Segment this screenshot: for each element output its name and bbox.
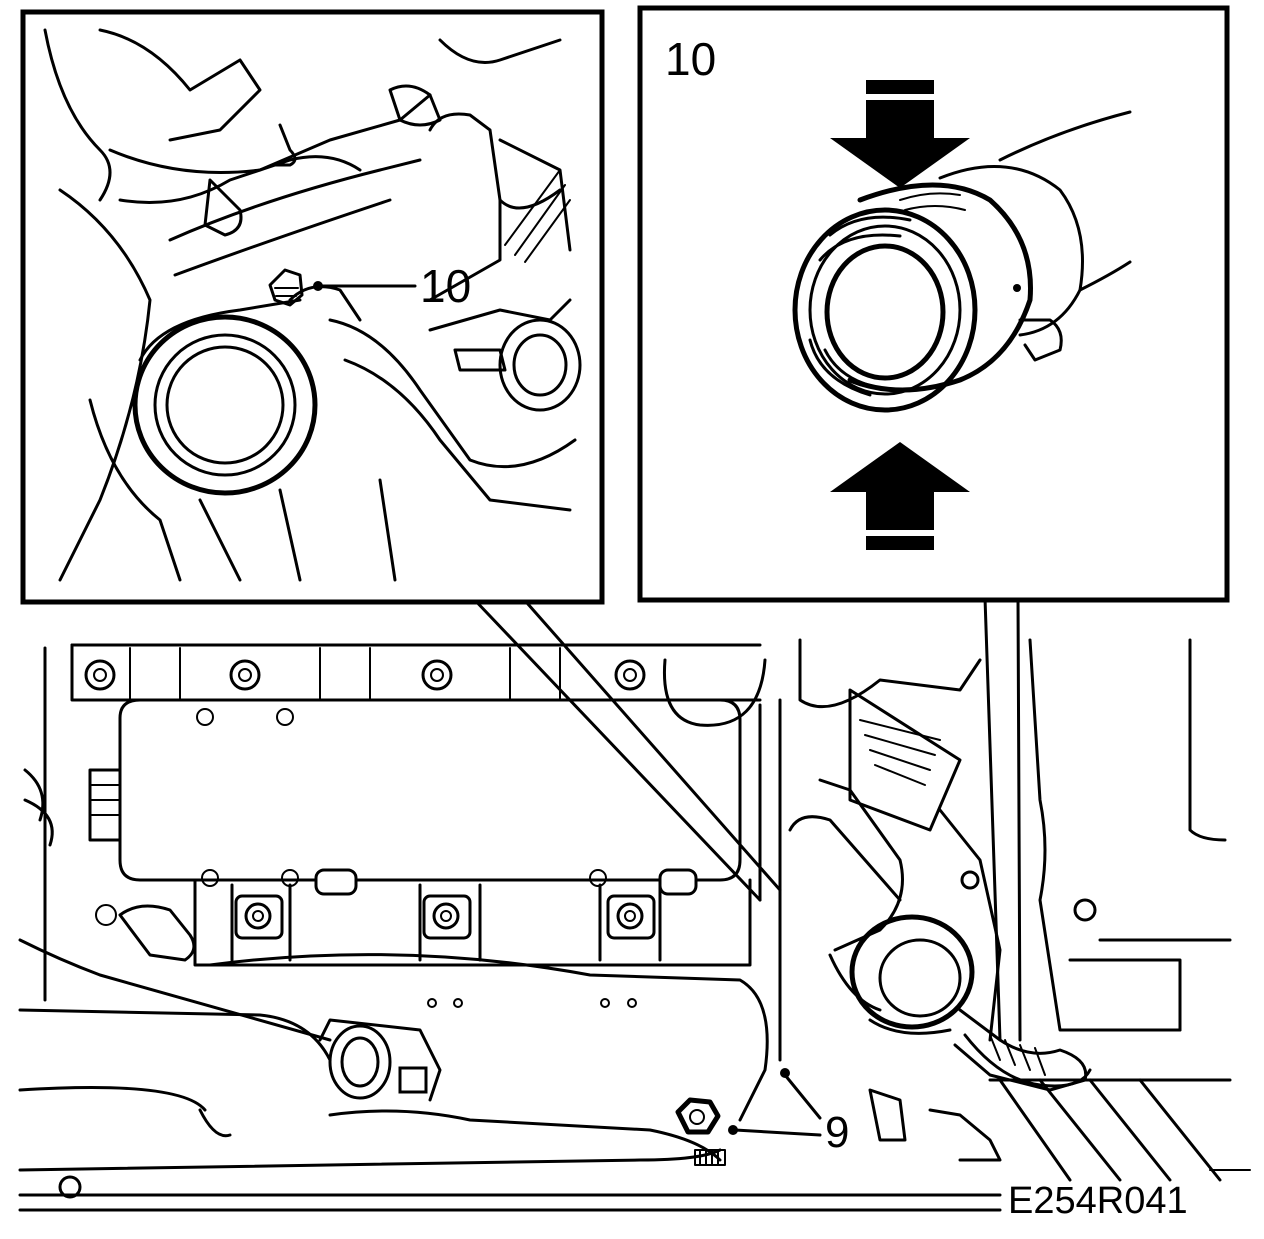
detail-frame-left: 10 [20,9,605,605]
upper-bolt-row [84,647,646,701]
press-up-arrow-icon [830,442,970,550]
manifold-cover [118,698,742,882]
figure-code: E254R041 [1008,1180,1188,1222]
callout-9-label: 9 [825,1108,849,1157]
callout-10-label-left: 10 [420,260,471,312]
lower-rail [18,953,1002,1212]
right-pipework [662,638,1232,1182]
callout-10-dot-left [313,281,323,291]
callout-10-label-right: 10 [665,33,716,85]
leader-left-b [518,593,782,892]
callout-9-dot-lower [728,1125,738,1135]
intake-hose-connection [849,914,1092,1092]
leader-right-a [983,596,1002,1042]
left-hose [18,768,332,1112]
callout-9-leader-upper [783,1073,822,1120]
detail-frame-right: 10 [637,5,1230,603]
callout-9-leader-lower [733,1128,822,1137]
callout-9-dot-upper [780,1068,790,1078]
detail-left-drawing [43,28,582,582]
hose-clamp-drawing [792,110,1132,413]
nut-9 [675,1097,726,1166]
main-engine-view: 9 E254R041 [18,593,1251,1222]
leader-left-a [468,593,762,902]
leader-right-b [1016,596,1022,1042]
filler-neck [318,998,637,1102]
lower-runner-block [95,868,752,967]
press-down-arrow-icon [830,80,970,188]
